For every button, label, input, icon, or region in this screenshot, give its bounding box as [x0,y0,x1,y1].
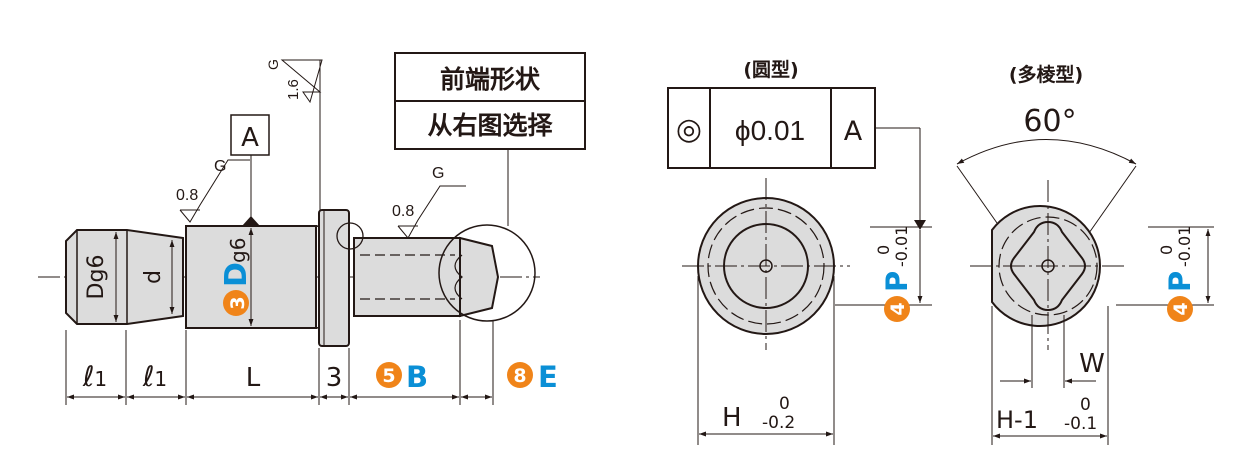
datum-box [230,114,270,156]
dim-3-label: 3 [326,363,343,393]
tolerance-frame [667,87,876,169]
side-view [38,52,586,405]
round-H-label: H [722,403,742,433]
note-line2: 从右图选择 [427,111,553,140]
diamond-P-letter: P [1163,271,1197,292]
svg-text:4: 4 [1170,302,1192,315]
datum-label: A [241,123,259,153]
dim-L-label: L [246,363,261,393]
svg-text:3: 3 [227,296,249,309]
svg-text:8: 8 [513,365,526,387]
dim-H1-upper: 0 [1080,395,1091,415]
roughness-shank-g: G [214,158,226,175]
tolerance-datum: A [844,116,863,147]
pin-shank [353,237,461,317]
dim-H1-label: H-1 [996,406,1038,434]
roughness-tip-symbol [397,185,466,239]
diamond-title: (多棱型) [1009,63,1083,86]
round-P-callout: 4 P 0 -0.01 [874,226,914,322]
tolerance-symbol: ◎ [676,112,702,147]
svg-text:5: 5 [382,365,395,387]
round-H-upper: 0 [779,394,790,414]
round-P-letter: P [880,271,914,292]
dim-E-letter: E [538,360,558,394]
diamond-P-upper: 0 [1157,245,1176,255]
note-line1: 前端形状 [440,65,541,94]
diamond-view [956,139,1214,445]
dim-D-suffix: g6 [226,238,250,263]
roughness-flange-g: G [265,59,281,70]
diamond-view-labels: (多棱型) 60° 4 P 0 -0.01 W H-1 0 -0.1 [996,63,1197,434]
tolerance-value: ϕ0.01 [735,115,805,146]
flange-relief-circle [336,222,364,250]
dim-d-label: d [141,270,166,284]
datum-triangle [242,216,260,226]
angle-label: 60° [1023,104,1076,139]
badge-3 [223,290,249,316]
svg-text:4: 4 [887,302,909,315]
round-P-lower: -0.01 [892,226,911,267]
dim-W-label: W [1079,349,1105,379]
pin-front-tip [459,236,500,318]
dim-dg6-label: Dg6 [84,255,109,300]
roughness-shank-symbol [179,159,250,223]
side-view-labels: 前端形状 从右图选择 A G 1.6 0.8 G 0.8 G Dg6 d 3 D… [82,59,558,394]
detail-circle [438,224,536,322]
pin-flange [318,209,350,347]
dim-B-letter: B [406,360,428,394]
round-view-labels: (圆型) ◎ ϕ0.01 A 4 P 0 -0.01 H 0 -0.2 [676,58,914,433]
dim-H1-lower: -0.1 [1064,414,1097,434]
roughness-flange-symbol [280,59,323,104]
dim-D-callout: 3 D g6 [219,238,254,316]
roughness-flange-value: 1.6 [285,79,302,100]
round-H-lower: -0.2 [762,413,795,433]
badge-5 [376,362,402,388]
round-view [667,87,932,445]
dim-D-letter: D [219,262,254,287]
dim-l1-right: ℓ1 [142,360,167,393]
diamond-P-callout: 4 P 0 -0.01 [1157,226,1197,322]
roughness-tip-g: G [432,165,444,182]
dim-l1-left: ℓ1 [82,360,107,393]
roughness-tip-value: 0.8 [392,203,414,220]
diamond-P-lower: -0.01 [1175,226,1194,267]
badge-8 [507,362,533,388]
round-title: (圆型) [743,58,798,81]
roughness-shank-value: 0.8 [176,187,198,204]
angle-arc [956,139,1137,165]
round-P-upper: 0 [874,245,893,255]
